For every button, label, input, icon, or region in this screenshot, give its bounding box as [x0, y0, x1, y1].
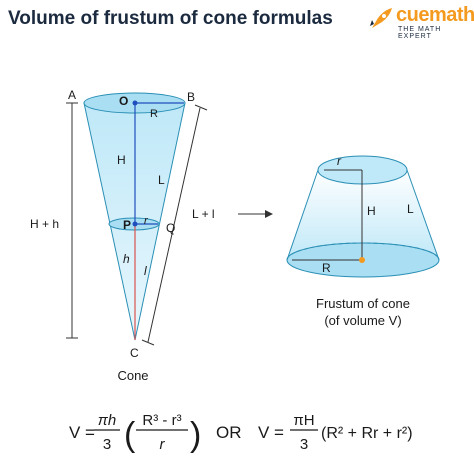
cone-caption: Cone	[117, 368, 149, 383]
dimension-L-plus-l	[147, 107, 201, 343]
brand-name: cuemath	[396, 4, 474, 26]
formula-paren-denominator: r	[160, 436, 166, 453]
label-r-cone: r	[144, 215, 149, 227]
label-L-cone: L	[158, 173, 165, 187]
label-L-frustum: L	[407, 202, 414, 216]
svg-text:): )	[190, 416, 201, 454]
label-h-cone: h	[123, 252, 130, 266]
formula-or: OR	[216, 423, 242, 442]
formula-f1-denominator: 3	[103, 436, 111, 453]
svg-text:(: (	[124, 416, 136, 454]
point-P-dot	[132, 221, 138, 227]
label-B: B	[187, 90, 195, 104]
label-P: P	[123, 218, 131, 232]
formula-f2-numerator: πH	[293, 412, 314, 429]
label-H-frustum: H	[367, 204, 376, 218]
formula-f1-numerator: πh	[98, 412, 116, 429]
frustum-center-dot	[359, 257, 365, 263]
formula-f2-rest: (R² + Rr + r²)	[321, 425, 413, 442]
label-C: C	[130, 346, 139, 360]
frustum-caption-line2: (of volume V)	[324, 313, 402, 328]
label-H-cone: H	[117, 153, 126, 167]
formula-paren-numerator: R³ - r³	[142, 412, 181, 429]
page-title: Volume of frustum of cone formulas	[8, 8, 333, 29]
label-A: A	[68, 88, 76, 102]
formula-row: V = πh 3 ( R³ - r³ r ) OR V = πH 3 (R² +…	[69, 412, 413, 454]
label-r-frustum: r	[337, 154, 342, 168]
formula-lhs-2: V =	[258, 423, 284, 442]
brand-logo: cuemath THE MATH EXPERT	[366, 4, 474, 40]
label-L-plus-l: L + l	[192, 207, 215, 221]
label-Q: Q	[166, 221, 175, 235]
formula-f2-denominator: 3	[300, 436, 308, 453]
label-R-cone: R	[150, 108, 158, 120]
frustum-body	[287, 170, 439, 260]
frustum-caption-line1: Frustum of cone	[316, 296, 410, 311]
rocket-icon	[370, 8, 392, 28]
label-l-cone: l	[144, 264, 147, 278]
formula-lhs-1: V =	[69, 423, 95, 442]
label-H-plus-h: H + h	[30, 217, 59, 231]
brand-tagline: THE MATH EXPERT	[398, 26, 442, 40]
label-O: O	[119, 94, 128, 108]
label-R-frustum: R	[322, 261, 331, 275]
point-O-dot	[132, 100, 138, 106]
